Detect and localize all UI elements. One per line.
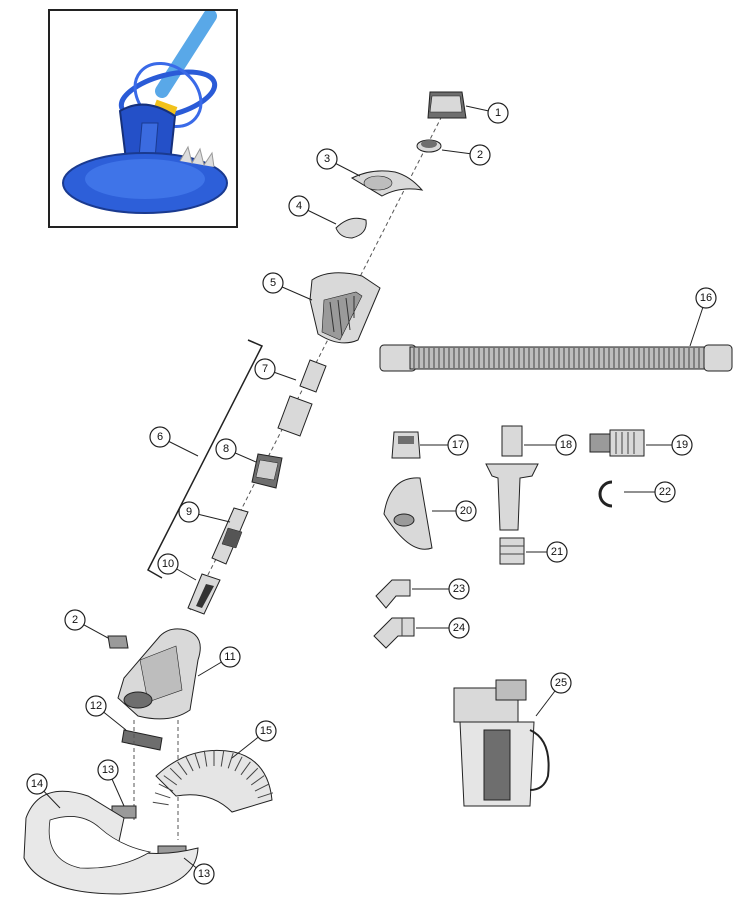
part-16-hose-segment <box>379 344 733 372</box>
callout-circle-2 <box>469 144 491 166</box>
part-2-lower-pin <box>107 635 129 649</box>
callout-circle-2 <box>64 609 86 631</box>
callout-circle-22 <box>654 481 676 503</box>
callout-circle-5 <box>262 272 284 294</box>
assembly-axis-line <box>189 109 446 611</box>
part-2-ring <box>416 139 442 153</box>
callout-circle-25 <box>550 672 572 694</box>
callout-label-23: 23 <box>453 583 465 595</box>
callout-label-1: 1 <box>495 107 501 119</box>
callout-label-12: 12 <box>90 700 102 712</box>
part-18-flow-valve <box>485 425 539 531</box>
pool-cleaner-photo <box>62 9 228 214</box>
callout-circle-12 <box>85 695 107 717</box>
callout-label-13: 13 <box>198 868 210 880</box>
part-12-skirt-clip <box>121 729 163 751</box>
callout-label-19: 19 <box>676 439 688 451</box>
part-17-clip <box>391 431 421 459</box>
part-4-cap-insert <box>335 217 367 239</box>
part-9-inner-pipe <box>211 507 249 565</box>
callout-circle-23 <box>448 578 470 600</box>
callout-circle-10 <box>157 553 179 575</box>
callout-circle-19 <box>671 434 693 456</box>
callout-circle-6 <box>149 426 171 448</box>
callout-label-2: 2 <box>477 149 483 161</box>
part-19-connector <box>589 429 645 457</box>
part-11-main-body <box>117 628 201 720</box>
callout-label-8: 8 <box>223 443 229 455</box>
callout-circle-18 <box>555 434 577 456</box>
callout-label-14: 14 <box>31 778 43 790</box>
callout-label-9: 9 <box>186 506 192 518</box>
part-5-upper-housing <box>309 272 381 344</box>
callout-label-2: 2 <box>72 614 78 626</box>
part-7-swivel-tube <box>277 359 327 437</box>
part-14-disc <box>23 790 199 895</box>
callout-circle-13 <box>97 759 119 781</box>
callout-label-20: 20 <box>460 505 472 517</box>
part-3-top-cap <box>350 170 424 197</box>
callout-circle-9 <box>178 501 200 523</box>
callout-label-4: 4 <box>296 200 302 212</box>
callout-label-24: 24 <box>453 622 465 634</box>
callout-label-7: 7 <box>262 363 268 375</box>
callout-circle-16 <box>695 287 717 309</box>
product-photo-inset <box>48 9 238 228</box>
callout-circle-20 <box>455 500 477 522</box>
callout-label-10: 10 <box>162 558 174 570</box>
callout-circle-13 <box>193 863 215 885</box>
callout-label-3: 3 <box>324 153 330 165</box>
part-20-leaf-deflector <box>383 477 433 550</box>
callout-label-15: 15 <box>260 725 272 737</box>
callout-label-22: 22 <box>659 486 671 498</box>
callout-circle-8 <box>215 438 237 460</box>
callout-circle-14 <box>26 773 48 795</box>
callout-label-17: 17 <box>452 439 464 451</box>
callout-label-16: 16 <box>700 292 712 304</box>
part-22-c-clip <box>598 480 613 508</box>
group-6-bracket <box>147 339 264 579</box>
part-8-collar <box>251 453 283 489</box>
callout-circle-11 <box>219 646 241 668</box>
callout-circle-4 <box>288 195 310 217</box>
callout-label-25: 25 <box>555 677 567 689</box>
callout-circle-21 <box>546 541 568 563</box>
callout-label-18: 18 <box>560 439 572 451</box>
part-23-elbow <box>375 579 411 609</box>
callout-label-5: 5 <box>270 277 276 289</box>
callout-circle-3 <box>316 148 338 170</box>
callout-circle-1 <box>487 102 509 124</box>
part-15-fin-skirt <box>152 749 274 813</box>
part-21-adapter <box>499 537 525 565</box>
callout-label-11: 11 <box>224 651 235 663</box>
callout-circle-7 <box>254 358 276 380</box>
callout-label-13: 13 <box>102 764 114 776</box>
callout-circle-17 <box>447 434 469 456</box>
callout-circle-15 <box>255 720 277 742</box>
part-24-elbow <box>373 617 415 649</box>
part-1-hose-nut <box>427 91 467 119</box>
callout-circle-24 <box>448 617 470 639</box>
callout-label-21: 21 <box>551 546 563 558</box>
part-10-nozzle <box>187 573 221 615</box>
callout-label-6: 6 <box>157 431 163 443</box>
part-25-debris-canister <box>453 679 550 807</box>
